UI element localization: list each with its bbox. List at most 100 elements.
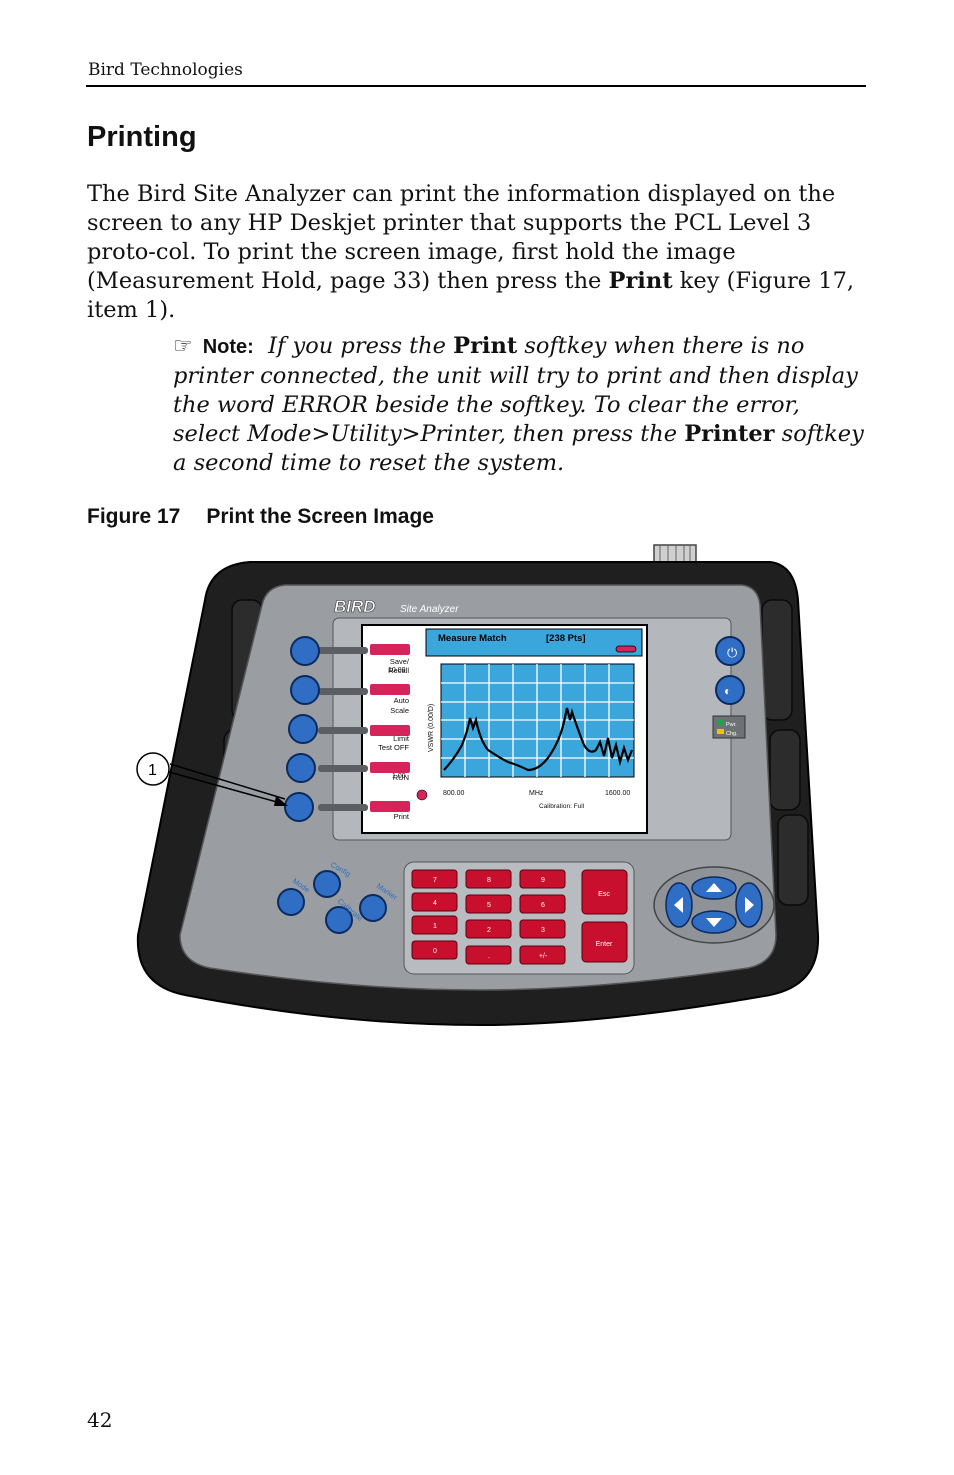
key-6[interactable] — [519, 894, 566, 914]
softkey-limit-label: Limit — [393, 734, 410, 743]
softkey-save-label: Save/ — [390, 657, 410, 666]
figure-number: Figure 17 — [87, 505, 181, 528]
esc-key-label: Esc — [598, 891, 610, 898]
mode-button[interactable] — [277, 888, 305, 916]
key-8-label: 8 — [487, 877, 491, 884]
figure-title: Print the Screen Image — [206, 505, 434, 528]
screen-mode-title: Measure Match — [438, 633, 507, 644]
softkey-recall-label: Recall — [388, 666, 409, 675]
key-2[interactable] — [465, 919, 512, 939]
key-9-label: 9 — [541, 877, 545, 884]
softkey-print-button[interactable] — [284, 792, 314, 822]
note-text-2: softkey when there is no printer connect… — [173, 333, 858, 447]
model-name: Site Analyzer — [400, 604, 459, 615]
key-3-label: 3 — [541, 927, 545, 934]
key-5[interactable] — [465, 894, 512, 914]
note-text-1: If you press the — [268, 333, 454, 359]
keypad-panel — [403, 861, 635, 975]
softkey-tabs — [370, 644, 410, 812]
note-block: ☞Note: If you press the Print softkey wh… — [173, 332, 873, 478]
body-text-1: The Bird Site Analyzer can print the inf… — [87, 181, 836, 294]
softkey-3-button[interactable] — [288, 714, 318, 744]
right-grip — [761, 599, 809, 906]
enter-key[interactable] — [581, 921, 628, 963]
running-head: Bird Technologies — [88, 60, 243, 80]
esc-key[interactable] — [581, 869, 628, 915]
arrow-up-icon — [706, 883, 722, 892]
config-button[interactable] — [313, 870, 341, 898]
body-paragraph: The Bird Site Analyzer can print the inf… — [87, 180, 872, 325]
screen-header — [425, 628, 643, 657]
section-title: Printing — [87, 121, 197, 153]
body-print-key: Print — [608, 268, 673, 294]
figure-caption: Figure 17 Print the Screen Image — [87, 505, 434, 529]
softkey-run-label: RUN — [393, 773, 409, 782]
key-7[interactable] — [411, 869, 458, 889]
x-axis-unit: MHz — [529, 790, 544, 797]
note-text-3: softkey a second time to reset the syste… — [173, 421, 864, 476]
key-7-label: 7 — [433, 877, 437, 884]
key-4-label: 4 — [433, 900, 437, 907]
callout-leader-2 — [169, 763, 286, 800]
lock-icon — [416, 789, 428, 801]
softkey-2-button[interactable] — [290, 675, 320, 705]
key-0[interactable] — [411, 940, 458, 960]
key-0-label: 0 — [433, 948, 437, 955]
softkey-1-button[interactable] — [290, 636, 320, 666]
calibrate-button[interactable] — [325, 906, 353, 934]
pointing-hand-icon: ☞ — [173, 334, 193, 359]
callout-arrowhead — [274, 796, 288, 806]
y-axis-bottom: 1.00 — [392, 773, 406, 780]
page-number: 42 — [87, 1408, 113, 1432]
key-8[interactable] — [465, 869, 512, 889]
screen-points: [238 Pts] — [546, 633, 586, 644]
y-axis-label: VSWR (0.00/D) — [428, 704, 435, 752]
power-button[interactable] — [715, 636, 745, 666]
power-indicator-label: Pwr. — [726, 722, 737, 728]
key-plus-minus-label: +/- — [539, 953, 548, 960]
key-3[interactable] — [519, 919, 566, 939]
vswr-trace — [443, 707, 634, 772]
key-6-label: 6 — [541, 902, 545, 909]
key-decimal-label: . — [488, 953, 490, 960]
softkey-auto-label: Auto — [394, 696, 409, 705]
softkey-scale-label: Scale — [390, 706, 409, 715]
contrast-icon: ◐ — [724, 684, 731, 698]
key-4[interactable] — [411, 892, 458, 912]
key-decimal[interactable] — [465, 945, 512, 965]
key-plus-minus[interactable] — [519, 945, 566, 965]
x-axis-end: 1600.00 — [605, 790, 630, 797]
x-axis-start: 800.00 — [443, 790, 465, 797]
key-9[interactable] — [519, 869, 566, 889]
note-label: Note: — [202, 336, 254, 358]
power-icon: ⏻ — [727, 645, 737, 660]
callout-circle — [136, 752, 170, 786]
key-1[interactable] — [411, 915, 458, 935]
header-rule — [86, 85, 866, 87]
marker-button[interactable] — [359, 894, 387, 922]
charge-led — [717, 729, 724, 734]
callout-number: 1 — [148, 762, 157, 779]
plot-grid — [441, 664, 634, 777]
body-text-2: key (Figure 17, item 1). — [87, 268, 855, 323]
contrast-button[interactable] — [715, 675, 745, 705]
y-axis-top: 10.00 — [388, 667, 406, 674]
enter-key-label: Enter — [596, 941, 613, 948]
softkey-4-button[interactable] — [286, 753, 316, 783]
charge-indicator-label: Chg. — [726, 731, 738, 737]
arrow-left-icon — [674, 897, 683, 913]
brand-logo: BIRD — [334, 597, 376, 616]
key-2-label: 2 — [487, 927, 491, 934]
arrow-right-icon — [745, 897, 754, 913]
key-1-label: 1 — [433, 923, 437, 930]
calibration-status: Calibration: Full — [539, 803, 585, 810]
power-led — [717, 720, 724, 725]
key-5-label: 5 — [487, 902, 491, 909]
softkey-print-label: Print — [394, 812, 410, 821]
note-printer-bold: Printer — [684, 421, 775, 447]
battery-indicator — [615, 645, 637, 653]
softkey-testoff-label: Test OFF — [378, 743, 409, 752]
callout-leader-1 — [168, 771, 285, 805]
softkey-rails — [318, 647, 368, 811]
